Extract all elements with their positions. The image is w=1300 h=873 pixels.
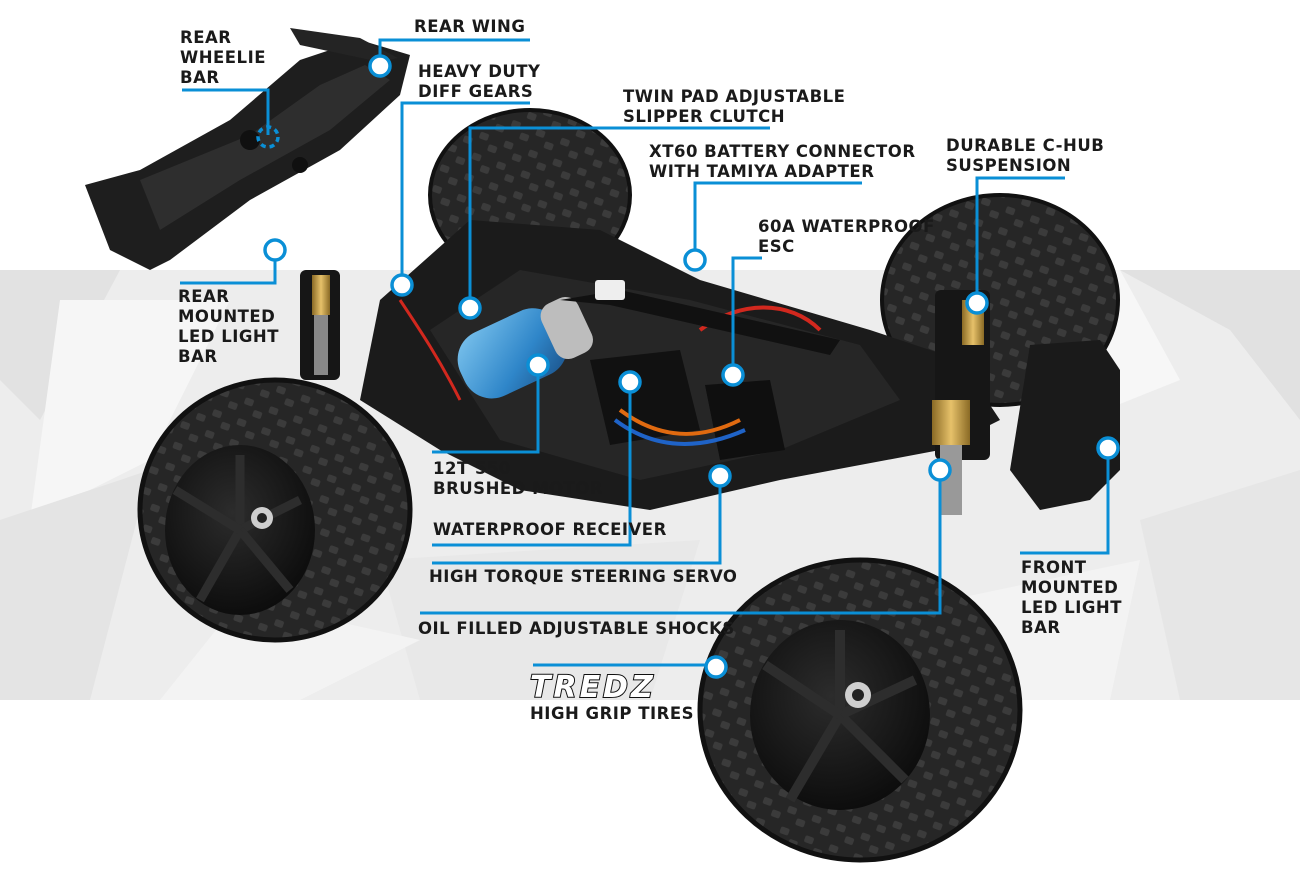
label-front-led: FRONT MOUNTED LED LIGHT BAR: [1021, 558, 1122, 637]
label-rear-led: REAR MOUNTED LED LIGHT BAR: [178, 287, 279, 366]
dot-slipper-clutch: [458, 296, 482, 320]
callout-line-slipper-clutch: [468, 126, 770, 308]
callout-line-servo: [432, 476, 722, 565]
front-near-tire: [697, 557, 1023, 863]
dot-rear-led: [263, 238, 287, 262]
callout-line-rear-wheelie-bar: [182, 88, 270, 135]
rear-near-tire: [137, 377, 413, 643]
tredz-logo: TREDZ: [529, 669, 656, 706]
callout-line-receiver: [432, 382, 632, 547]
callout-line-esc: [731, 256, 762, 375]
dot-servo: [708, 464, 732, 488]
label-diff-gears: HEAVY DUTY DIFF GEARS: [418, 62, 541, 101]
label-servo: HIGH TORQUE STEERING SERVO: [429, 567, 738, 586]
dot-c-hub: [965, 291, 989, 315]
dot-motor: [526, 353, 550, 377]
label-xt60: XT60 BATTERY CONNECTOR WITH TAMIYA ADAPT…: [649, 142, 916, 181]
label-rear-wheelie-bar: REAR WHEELIE BAR: [180, 28, 266, 87]
dot-rear-wing: [368, 54, 392, 78]
dot-shocks: [928, 458, 952, 482]
chassis: [300, 220, 1120, 515]
label-tires: HIGH GRIP TIRES: [530, 704, 695, 723]
callout-line-front-led: [1020, 448, 1110, 555]
callout-line-xt60: [693, 181, 862, 260]
dot-tires: [704, 655, 728, 679]
label-rear-wing: REAR WING: [414, 17, 526, 36]
callout-line-motor: [432, 365, 540, 454]
dot-diff-gears: [390, 273, 414, 297]
dot-xt60: [683, 248, 707, 272]
label-slipper-clutch: TWIN PAD ADJUSTABLE SLIPPER CLUTCH: [623, 87, 846, 126]
callout-line-shocks: [420, 470, 942, 615]
callout-line-c-hub: [975, 176, 1065, 303]
callout-lines: [180, 38, 1110, 667]
callout-line-diff-gears: [400, 101, 530, 285]
dot-rear-wheelie-bar: [256, 125, 280, 149]
dot-esc: [721, 363, 745, 387]
dot-front-led: [1096, 436, 1120, 460]
label-shocks: OIL FILLED ADJUSTABLE SHOCKS: [418, 619, 735, 638]
label-motor: 12T 550 BRUSHED MOTOR: [433, 459, 604, 498]
label-c-hub: DURABLE C-HUB SUSPENSION: [946, 136, 1105, 175]
dot-receiver: [618, 370, 642, 394]
label-receiver: WATERPROOF RECEIVER: [433, 520, 667, 539]
callout-dots: [256, 54, 1120, 679]
label-esc: 60A WATERPROOF ESC: [758, 217, 935, 256]
